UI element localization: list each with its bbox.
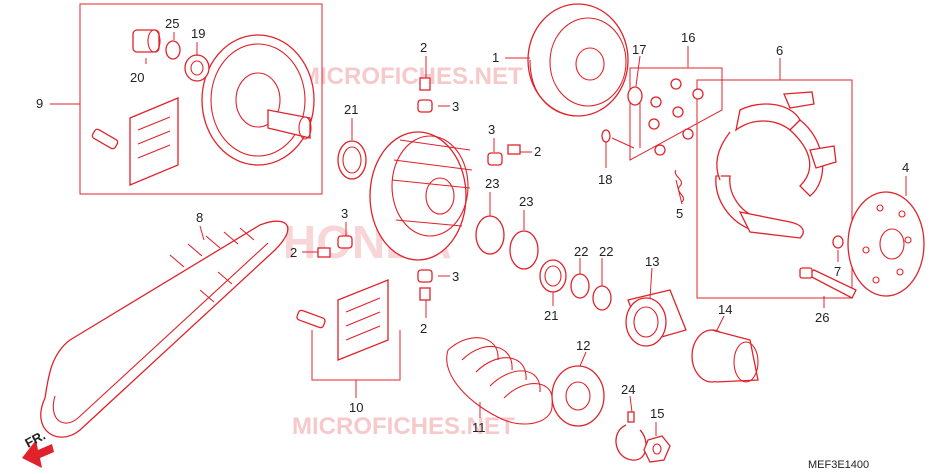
parts xyxy=(40,3,925,463)
callout-2-top: 2 xyxy=(420,40,427,55)
part-driven-face xyxy=(369,131,473,261)
part-bolt-2-low xyxy=(419,287,431,301)
callout-2-left: 2 xyxy=(290,245,297,260)
part-bolt-2-left xyxy=(317,247,331,258)
part-spring-5 xyxy=(674,169,684,203)
part-ring-17 xyxy=(627,86,643,106)
callout-10: 10 xyxy=(349,400,363,415)
part-collar-18 xyxy=(601,129,611,143)
callout-22a: 22 xyxy=(574,244,588,259)
part-washer-7 xyxy=(832,235,844,249)
leader-17-18 xyxy=(611,103,641,149)
callout-3-left: 3 xyxy=(341,206,348,221)
callout-14: 14 xyxy=(718,302,732,317)
part-needle-bearing-20 xyxy=(132,29,161,53)
part-nut-3-low xyxy=(417,269,433,283)
part-pin-group9 xyxy=(91,128,119,150)
callout-18: 18 xyxy=(598,172,612,187)
part-oil-seal-21-low xyxy=(539,259,567,293)
callout-24: 24 xyxy=(621,382,635,397)
part-circlip-25 xyxy=(165,40,181,60)
part-circlip-24 xyxy=(615,411,647,461)
callout-17: 17 xyxy=(632,42,646,57)
leader-lines xyxy=(145,32,907,436)
callout-19: 19 xyxy=(191,26,205,41)
part-o-ring-23b xyxy=(509,230,539,270)
part-drive-plate xyxy=(847,191,925,297)
direction-label: FR. xyxy=(22,428,48,451)
callout-16: 16 xyxy=(681,30,695,45)
part-weight-set-16 xyxy=(648,78,704,156)
callout-6: 6 xyxy=(776,43,783,58)
callout-2-low: 2 xyxy=(420,321,427,336)
part-callouts: 1 2 2 2 2 3 3 3 3 4 5 6 7 8 9 10 11 12 1… xyxy=(36,16,909,435)
callout-25: 25 xyxy=(165,16,179,31)
callout-9: 9 xyxy=(36,96,43,111)
diagram-code: MEF3E1400 xyxy=(808,459,869,471)
part-driven-spring xyxy=(446,337,553,425)
part-clutch-shoes xyxy=(715,91,837,239)
callout-3-mid: 3 xyxy=(488,122,495,137)
callout-1: 1 xyxy=(492,50,499,65)
part-label-card-group10 xyxy=(337,279,389,361)
part-bolt-2-mid xyxy=(507,144,521,155)
callout-4: 4 xyxy=(902,160,909,175)
part-o-ring-22a xyxy=(570,273,590,299)
part-movable-drive-face xyxy=(201,34,315,166)
frame-group-9 xyxy=(79,3,323,195)
callout-7: 7 xyxy=(834,264,841,279)
part-bolt-2-top xyxy=(419,77,431,91)
part-seal-collar-13 xyxy=(625,289,687,347)
part-oil-seal-21-top xyxy=(337,140,367,180)
callout-5: 5 xyxy=(676,206,683,221)
part-bolt-26 xyxy=(799,267,857,299)
part-nut-3-mid xyxy=(487,152,503,166)
callout-2-mid: 2 xyxy=(534,144,541,159)
callout-11: 11 xyxy=(472,420,486,435)
part-nut-15 xyxy=(643,435,671,463)
callout-23a: 23 xyxy=(485,176,499,191)
callout-3-top: 3 xyxy=(452,99,459,114)
part-o-ring-23a xyxy=(475,215,505,255)
part-nut-3-left xyxy=(337,235,353,249)
part-pin-group10 xyxy=(296,309,326,329)
callout-21-low: 21 xyxy=(544,308,558,323)
callout-8: 8 xyxy=(196,210,203,225)
watermark-bottom: MICROFICHES.NET xyxy=(292,413,515,440)
part-bearing-19 xyxy=(184,54,210,82)
part-guide-collar-14 xyxy=(691,329,759,383)
part-drive-belt xyxy=(40,220,289,438)
part-clutch-outer xyxy=(527,3,629,117)
callout-15: 15 xyxy=(650,406,664,421)
callout-13: 13 xyxy=(645,254,659,269)
part-label-card-group9 xyxy=(129,97,179,186)
part-o-ring-22b xyxy=(592,285,612,311)
watermark-top: MICROFICHES.NET xyxy=(300,63,523,90)
part-nut-3-top xyxy=(417,99,433,113)
callout-22b: 22 xyxy=(599,244,613,259)
part-spring-seat-12 xyxy=(551,365,605,427)
frame-group-16 xyxy=(629,67,723,161)
callout-12: 12 xyxy=(576,338,590,353)
callout-20: 20 xyxy=(130,70,144,85)
front-arrow-icon xyxy=(22,440,54,468)
callout-21-top: 21 xyxy=(344,102,358,117)
callout-26: 26 xyxy=(815,310,829,325)
callout-23b: 23 xyxy=(519,194,533,209)
callout-3-low: 3 xyxy=(452,269,459,284)
